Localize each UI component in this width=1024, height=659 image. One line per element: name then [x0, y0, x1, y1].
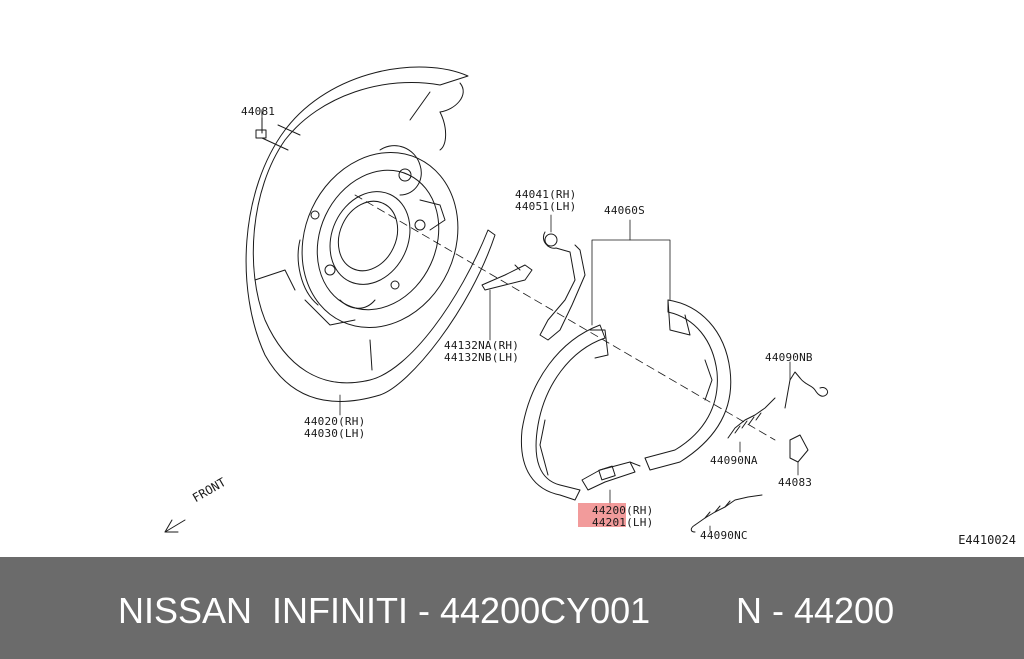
parts-diagram: 44081 44041(RH) 44051(LH) 44060S 44132NA…	[164, 66, 1016, 547]
footer-group-code: N - 44200	[736, 590, 895, 631]
callout-44132na[interactable]: 44132NA(RH)	[444, 339, 520, 352]
footer-banner: NISSAN INFINITI - 44200CY001 N - 44200	[0, 557, 1024, 659]
spring-44090nc-drawing	[690, 494, 763, 533]
front-arrow-drawing	[164, 519, 186, 533]
leader-lines	[261, 109, 799, 532]
callout-44090nc[interactable]: 44090NC	[700, 529, 748, 542]
footer-part-number: NISSAN INFINITI - 44200CY001	[118, 590, 651, 631]
spring-44090na-drawing	[727, 397, 776, 439]
backing-plate-drawing	[245, 66, 496, 402]
callout-44020[interactable]: 44020(RH)	[304, 415, 366, 428]
callout-44200[interactable]: 44200(RH)	[592, 504, 654, 517]
pin-44083-drawing	[789, 434, 809, 463]
callout-44030[interactable]: 44030(LH)	[304, 427, 366, 440]
spring-44090nb-drawing	[784, 371, 829, 409]
callout-44041[interactable]: 44041(RH)	[515, 188, 577, 201]
callout-44090nb[interactable]: 44090NB	[765, 351, 813, 364]
diagram-code: E4410024	[958, 533, 1016, 547]
callout-44201[interactable]: 44201(LH)	[592, 516, 654, 529]
retainer-drawing	[481, 264, 533, 291]
adjuster-assembly-drawing	[581, 461, 641, 491]
callout-44083[interactable]: 44083	[778, 476, 813, 489]
callout-44090na[interactable]: 44090NA	[710, 454, 758, 467]
highlight-44200	[578, 503, 626, 527]
brake-shoe-left-drawing	[520, 324, 609, 501]
callout-44051[interactable]: 44051(LH)	[515, 200, 577, 213]
callout-44081[interactable]: 44081	[241, 105, 276, 118]
diagram-drawing	[164, 66, 829, 533]
adjuster-lever-drawing	[539, 231, 586, 341]
callout-44060s[interactable]: 44060S	[604, 204, 645, 217]
bolt-44081-drawing	[255, 109, 289, 151]
brake-shoe-right-drawing	[644, 299, 732, 471]
callout-44132nb[interactable]: 44132NB(LH)	[444, 351, 520, 364]
